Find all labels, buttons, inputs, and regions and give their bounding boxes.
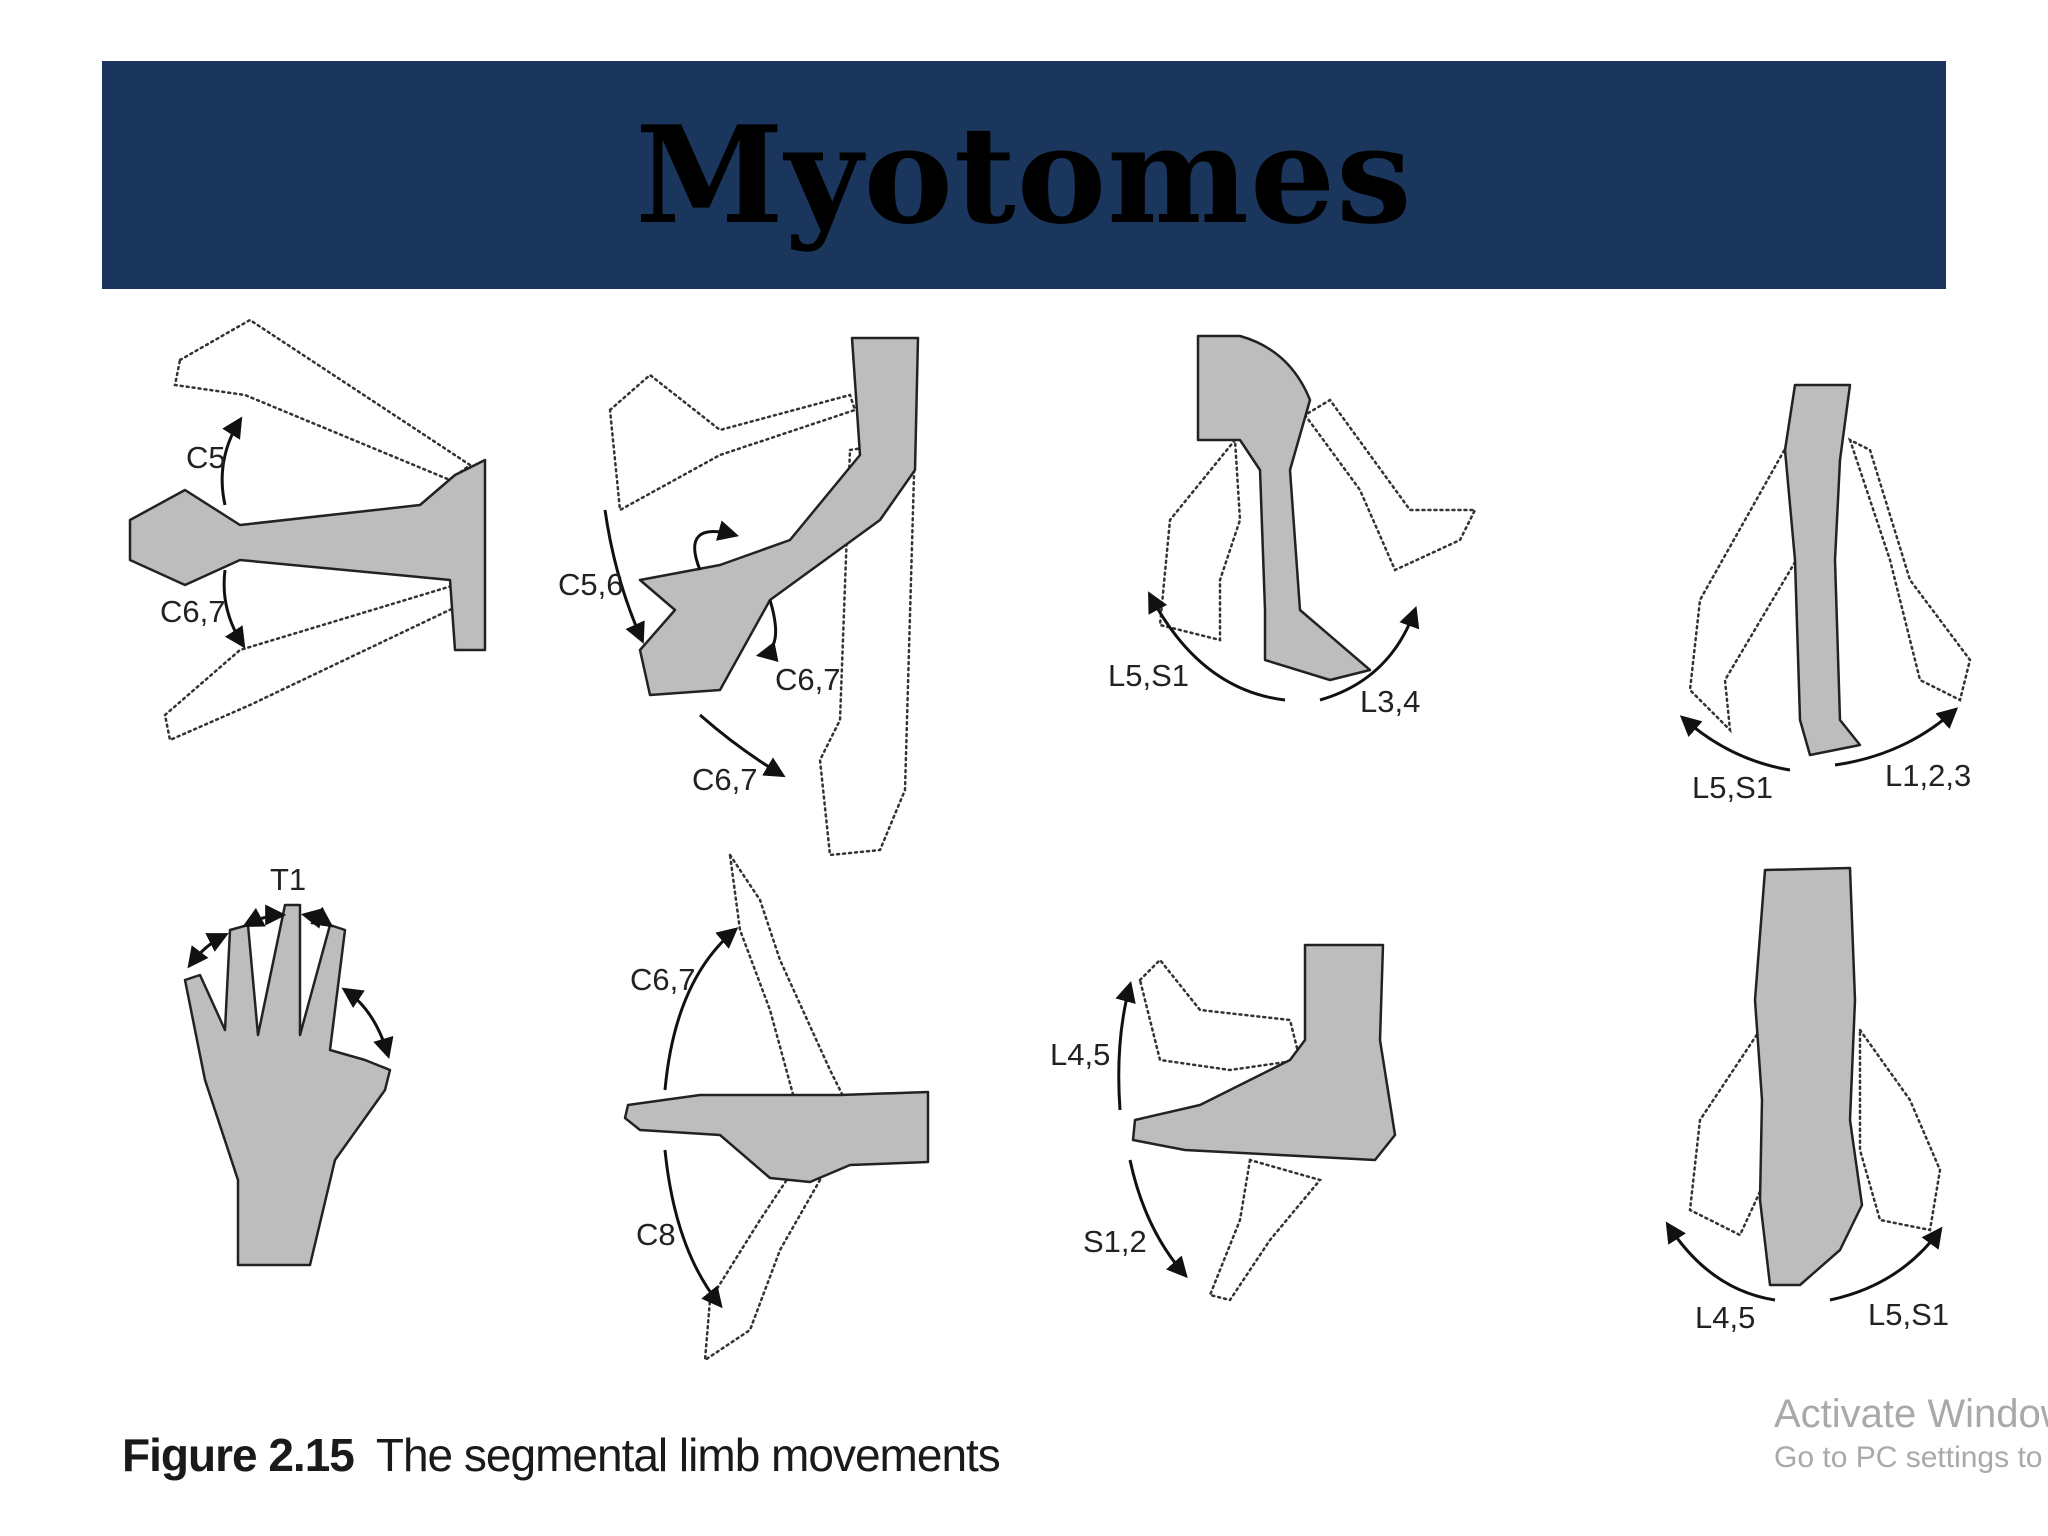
caption-text: The segmental limb movements [375, 1429, 1001, 1481]
label-l5s1-foot: L5,S1 [1868, 1297, 1949, 1332]
figure-caption: Figure 2.15 The segmental limb movements [122, 1428, 1001, 1482]
activation-watermark: Activate Windows Go to PC settings to ac… [1774, 1392, 2048, 1475]
fingers-diagram [183, 903, 394, 1267]
label-s12: S1,2 [1083, 1224, 1147, 1259]
label-c67-wrist: C6,7 [630, 962, 695, 997]
elbow-diagram [603, 336, 920, 857]
hip-diagram [1679, 383, 1972, 772]
label-l5s1-hip: L5,S1 [1692, 770, 1773, 805]
wrist-diagram [623, 854, 930, 1363]
knee-diagram [1148, 334, 1478, 702]
label-l45-foot: L4,5 [1695, 1300, 1755, 1335]
label-l123: L1,2,3 [1885, 758, 1971, 793]
label-c56: C5,6 [558, 567, 623, 602]
label-c5: C5 [186, 440, 226, 475]
shoulder-diagram [128, 318, 487, 742]
watermark-line-1: Activate Windows [1774, 1392, 2048, 1436]
label-c67-elbow: C6,7 [692, 762, 757, 797]
label-c8: C8 [636, 1217, 676, 1252]
slide-title: Myotomes [635, 96, 1413, 254]
label-l53-knee: L5,S1 [1108, 658, 1189, 693]
label-l34: L3,4 [1360, 684, 1420, 719]
title-bar: Myotomes [102, 61, 1946, 289]
label-l45-ankle: L4,5 [1050, 1037, 1110, 1072]
caption-number: Figure 2.15 [122, 1429, 355, 1481]
label-t1: T1 [270, 862, 306, 897]
label-c67-rotation: C6,7 [775, 662, 840, 697]
label-c67-shoulder: C6,7 [160, 594, 225, 629]
ankle-diagram [1115, 943, 1397, 1302]
watermark-line-2: Go to PC settings to activate Windows. [1774, 1441, 2048, 1474]
foot-diagram [1665, 866, 1943, 1302]
